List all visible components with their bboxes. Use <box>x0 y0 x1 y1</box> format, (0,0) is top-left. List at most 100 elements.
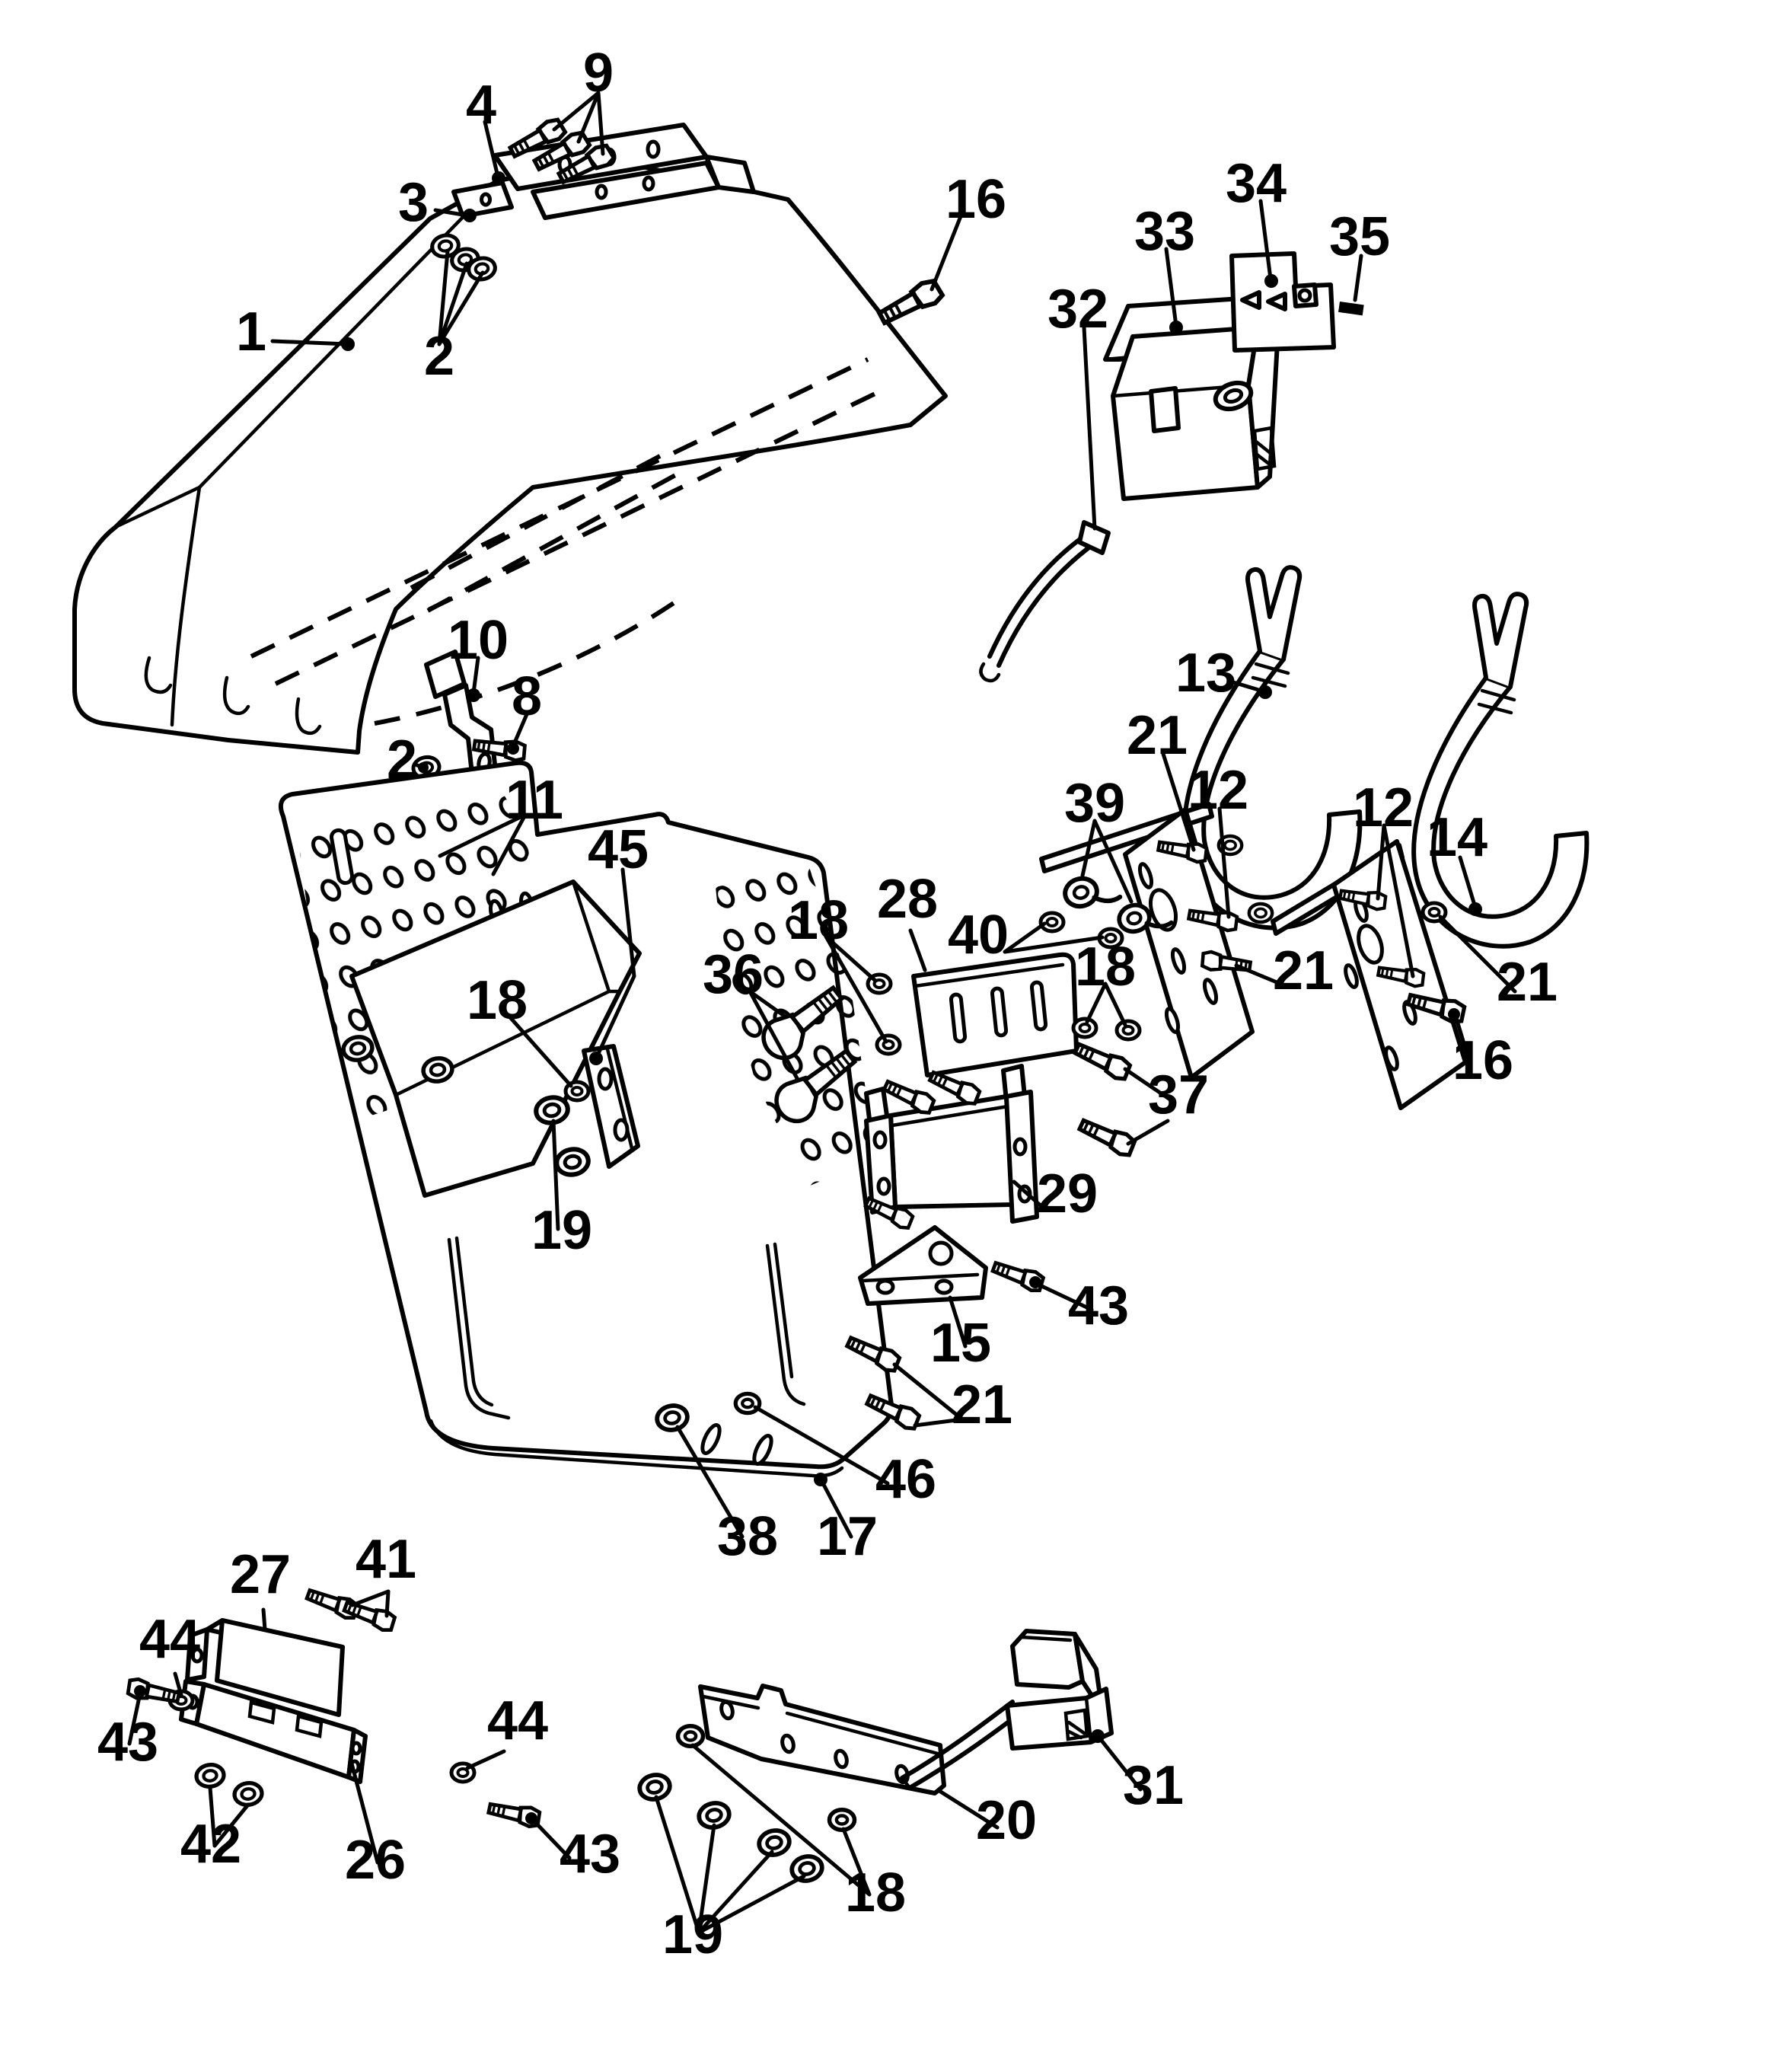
leader-35 <box>1353 254 1363 302</box>
part-label-29: 29 <box>1037 1163 1098 1224</box>
dot-2b <box>418 762 429 773</box>
leader-12b <box>1376 823 1415 978</box>
leader-36 <box>748 989 800 1082</box>
leader-43c <box>531 1818 572 1860</box>
part-label-12b: 12 <box>1353 777 1414 838</box>
leader-43a <box>1035 1282 1094 1312</box>
leader-43b <box>127 1691 142 1746</box>
leader-2a <box>437 249 485 346</box>
leader-32 <box>1082 325 1097 531</box>
part-29-bracket <box>864 1064 1039 1224</box>
part-label-9: 9 <box>583 43 614 104</box>
part-label-1: 1 <box>236 302 266 362</box>
dot-43c <box>525 1812 537 1824</box>
washer-18 <box>1073 1019 1096 1037</box>
leader-3 <box>433 208 470 218</box>
part-label-18d: 18 <box>845 1863 906 1923</box>
part-label-21b: 21 <box>1497 952 1558 1013</box>
part-label-33: 33 <box>1134 201 1195 262</box>
washer-18 <box>678 1726 703 1746</box>
part-label-16b: 16 <box>1452 1030 1513 1091</box>
leader-10 <box>471 656 480 695</box>
part-label-35: 35 <box>1329 206 1390 267</box>
dot-43a <box>1029 1276 1041 1288</box>
leader-15 <box>948 1295 968 1349</box>
part-label-38: 38 <box>717 1506 778 1567</box>
part-42-nut <box>195 1763 225 1788</box>
leader-21d <box>892 1362 965 1428</box>
part-label-18b: 18 <box>788 890 849 951</box>
part-13-hook <box>1181 565 1363 930</box>
small-nut <box>1249 904 1272 922</box>
part-37-bolts <box>1073 1039 1137 1158</box>
dot-45 <box>589 1052 603 1065</box>
part-34-decal-plate <box>1229 251 1336 353</box>
part-label-43b: 43 <box>97 1712 158 1773</box>
dot-4 <box>492 171 505 185</box>
leader-13 <box>1231 680 1266 694</box>
leader-dots <box>134 171 1482 1824</box>
part-label-27: 27 <box>230 1544 291 1605</box>
leader-18c <box>1085 982 1127 1027</box>
leader-11 <box>438 812 528 876</box>
leader-44a <box>173 1671 183 1697</box>
part-label-2a: 2 <box>424 326 454 387</box>
leader-33 <box>1164 247 1178 328</box>
leader-18a <box>508 1015 573 1088</box>
part-label-2b: 2 <box>387 729 417 790</box>
part-label-42: 42 <box>180 1814 241 1875</box>
leader-26 <box>349 1761 380 1865</box>
dot-14 <box>1468 902 1482 916</box>
hex-bolt <box>1073 1039 1132 1082</box>
leader-18d <box>690 1743 872 1897</box>
part-13-mount-plate <box>1039 802 1255 1080</box>
leader-41 <box>350 1589 391 1618</box>
leader-38 <box>675 1425 745 1539</box>
part-label-36: 36 <box>703 944 764 1005</box>
part-label-21d: 21 <box>952 1374 1012 1435</box>
part-label-17: 17 <box>817 1506 878 1567</box>
leader-37 <box>1123 1067 1175 1146</box>
part-label-15: 15 <box>930 1313 991 1374</box>
leader-4 <box>483 120 500 179</box>
part-label-14: 14 <box>1427 807 1487 868</box>
part-1-fender-panel <box>72 157 948 755</box>
dot-16b <box>1448 1008 1460 1020</box>
part-label-26: 26 <box>345 1830 406 1891</box>
dot-3 <box>463 209 477 222</box>
leader-46 <box>753 1405 890 1486</box>
hex-bolt <box>1077 1116 1137 1158</box>
part-label-41: 41 <box>356 1529 416 1590</box>
leader-39 <box>1080 819 1134 904</box>
part-15-gusset-plate <box>858 1225 988 1306</box>
leader-19b <box>654 1795 806 1935</box>
leader-20 <box>937 1789 1000 1830</box>
leader-31 <box>1097 1735 1143 1792</box>
part-33-box <box>1103 296 1280 501</box>
leader-21c <box>1234 963 1283 986</box>
part-label-10: 10 <box>448 610 509 671</box>
part-14-hook <box>1411 592 1590 949</box>
hex-bolt <box>882 1077 936 1115</box>
part-label-37: 37 <box>1148 1065 1209 1125</box>
dot-8 <box>507 742 519 755</box>
part-label-31: 31 <box>1123 1755 1184 1816</box>
leader-44b <box>465 1749 506 1770</box>
part-label-11: 11 <box>505 770 563 831</box>
part-27-bracket <box>185 1618 345 1717</box>
dot-13 <box>1258 685 1272 699</box>
leader-42 <box>208 1786 250 1848</box>
part-label-18a: 18 <box>467 970 528 1031</box>
part-label-21c: 21 <box>1273 940 1334 1001</box>
part-label-28: 28 <box>877 869 938 930</box>
leader-9 <box>552 91 605 156</box>
panel-channel <box>349 879 642 1198</box>
leader-28 <box>908 928 927 972</box>
leader-34 <box>1258 199 1273 281</box>
dot-33 <box>1169 321 1183 334</box>
leader-21a <box>1161 752 1196 852</box>
leader-27 <box>261 1607 267 1632</box>
dot-31 <box>1091 1729 1105 1743</box>
